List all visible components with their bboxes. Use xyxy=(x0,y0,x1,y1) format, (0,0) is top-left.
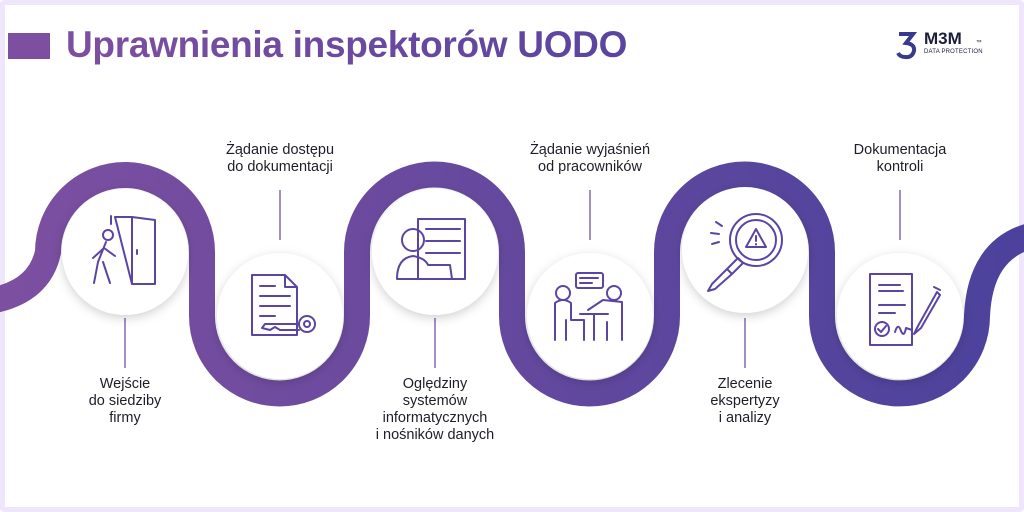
label-line: od pracowników xyxy=(538,159,642,175)
connectors xyxy=(124,190,901,368)
label-line: Wejście xyxy=(99,376,151,392)
label-line: firmy xyxy=(109,410,141,426)
step-label-6: Dokumentacja kontroli xyxy=(800,142,1000,176)
label-line: Dokumentacja xyxy=(853,142,947,158)
label-line: Żądanie wyjaśnień xyxy=(529,142,651,158)
label-line: informatycznych xyxy=(382,410,488,426)
label-line: do siedziby xyxy=(88,393,162,409)
label-line: Zlecenie xyxy=(717,376,773,392)
title-marker xyxy=(8,33,50,59)
signed-document-icon xyxy=(869,273,941,346)
step-label-3: Oględziny systemów informatycznych i noś… xyxy=(335,376,535,444)
label-line: i analizy xyxy=(718,410,772,426)
logo-subtitle: DATA PROTECTION xyxy=(924,49,983,55)
label-line: kontroli xyxy=(876,159,924,175)
label-line: i nośników danych xyxy=(375,427,495,443)
person-server-icon xyxy=(396,218,466,280)
m3m-logo: M3M ™ DATA PROTECTION xyxy=(896,30,983,60)
logo-name: M3M xyxy=(924,29,962,48)
step-label-5: Zlecenie ekspertyzy i analizy xyxy=(645,376,845,427)
step-circle xyxy=(527,253,653,379)
step-label-2: Żądanie dostępu do dokumentacji xyxy=(180,142,380,176)
step-circle xyxy=(682,187,808,313)
label-line: Żądanie dostępu xyxy=(225,142,335,158)
step-label-1: Wejście do siedziby firmy xyxy=(25,376,225,427)
step-circle xyxy=(217,253,343,379)
logo-tm: ™ xyxy=(975,40,982,46)
meeting-icon xyxy=(554,272,623,341)
page-title: Uprawnienia inspektorów UODO xyxy=(66,24,628,65)
wave-band xyxy=(0,161,1024,407)
step-circle xyxy=(62,189,188,315)
label-line: Oględziny xyxy=(402,376,468,392)
step-label-4: Żądanie wyjaśnień od pracowników xyxy=(490,142,690,176)
person-entering-door-icon xyxy=(92,215,156,285)
m3m-logo-icon xyxy=(896,32,918,60)
magnifier-warning-icon xyxy=(707,213,783,292)
document-key-icon xyxy=(251,274,316,336)
step-circle xyxy=(837,253,963,379)
label-line: do dokumentacji xyxy=(227,159,333,175)
label-line: systemów xyxy=(402,393,468,409)
label-line: ekspertyzy xyxy=(710,393,780,409)
